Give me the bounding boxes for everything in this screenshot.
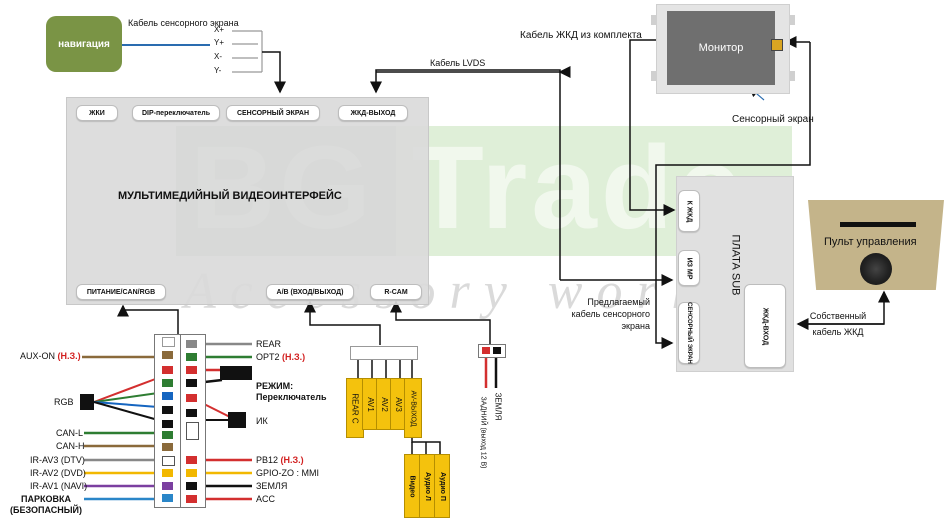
ir-connector (228, 412, 246, 428)
touch-cable-label: Кабель сенсорного экрана (128, 18, 239, 28)
label-ir-av2: IR-AV2 (DVD) (30, 468, 86, 478)
pin-x-plus: X+ (214, 25, 225, 34)
port-lcd: ЖКИ (76, 105, 118, 121)
port-sub-touch: СЕНСОРНЫЙ ЭКРАН (678, 302, 700, 364)
port-to-lcd: К ЖКД (678, 190, 700, 232)
pin-left-13 (162, 494, 173, 502)
port-power-can-rgb: ПИТАНИЕ/CAN/RGB (76, 284, 166, 300)
touch-screen-label: Сенсорный экран (732, 114, 814, 125)
label-ir-av3: IR-AV3 (DTV) (30, 455, 85, 465)
rear-power-red-pin (482, 347, 490, 354)
port-dip-switch: DIP-переключатель (132, 105, 220, 121)
pin-left-8 (162, 431, 173, 439)
rear-reverse-label-cell: ЗАДНИЙ (выход 12 В) (479, 396, 487, 468)
pin-right-1 (186, 340, 197, 348)
pin-y-minus: Y- (214, 66, 222, 75)
pin-left-4 (162, 379, 173, 387)
monitor-ear-bl (651, 71, 657, 81)
monitor-frame: Монитор (651, 4, 795, 94)
rear-ground-label-cell: ЗЕМЛЯ (493, 392, 503, 420)
pin-right-10 (186, 482, 197, 490)
label-parking: ПАРКОВКА (БЕЗОПАСНЫЙ) (9, 494, 82, 515)
pin-right-11 (186, 495, 197, 503)
port-rear-cam: R-CAM (370, 284, 422, 300)
own-cable-label: Собственный кабель ЖКД (809, 311, 867, 337)
pin-left-6 (162, 406, 173, 414)
port-lcd-in: ЖКД-ВХОД (744, 284, 786, 368)
label-mode-switch: РЕЖИМ: Переключатель (256, 381, 327, 402)
label-pb12: PB12 (Н.З.) (256, 455, 304, 465)
plug-audio-right: Аудио П (434, 454, 450, 518)
label-gpio: GPIO-ZO : MMI (256, 468, 319, 478)
monitor-ear-tl (651, 15, 657, 25)
port-lcd-out: ЖКД-ВЫХОД (338, 105, 408, 121)
pin-x-minus: X- (214, 52, 222, 61)
interface-title: МУЛЬТИМЕДИЙНЫЙ ВИДЕОИНТЕРФЕЙС (118, 190, 342, 202)
pin-left-12 (162, 482, 173, 490)
remote-knob (860, 253, 892, 285)
monitor-screen: Монитор (667, 11, 775, 85)
pin-left-3 (162, 366, 173, 374)
port-from-mp: ИЗ МР (678, 250, 700, 286)
monitor-ear-br (789, 71, 795, 81)
label-can-h: CAN-H (56, 441, 85, 451)
pin-left-7 (162, 420, 173, 428)
lcd-kit-cable-label: Кабель ЖКД из комплекта (520, 30, 642, 41)
pin-left-5 (162, 392, 173, 400)
harness-right-block (180, 334, 206, 508)
pin-right-5 (186, 394, 197, 402)
pin-right-3 (186, 366, 197, 374)
plug-av-out: AV-ВЫХОД (404, 378, 422, 438)
remote-label: Пульт управления (824, 236, 917, 248)
pin-right-9 (186, 469, 197, 477)
navigation-unit: навигация (46, 16, 122, 72)
rear-power-connector (478, 344, 506, 358)
rgb-connector (80, 394, 94, 410)
port-touch-screen: СЕНСОРНЫЙ ЭКРАН (226, 105, 320, 121)
label-can-l: CAN-L (56, 428, 84, 438)
label-acc: ACC (256, 494, 276, 504)
pin-right-6 (186, 409, 197, 417)
pin-right-2 (186, 353, 197, 361)
pin-left-11 (162, 469, 173, 477)
plug-video: Видео (404, 454, 420, 518)
label-rear: REAR (256, 339, 282, 349)
rear-power-black-pin (493, 347, 501, 354)
label-ground: ЗЕМЛЯ (256, 481, 288, 491)
pin-left-9 (162, 443, 173, 451)
pin-left-1 (162, 337, 175, 347)
pin-right-8 (186, 456, 197, 464)
label-opt2: OPT2 (Н.З.) (256, 352, 306, 362)
sub-board-title: ПЛАТА SUB (729, 234, 741, 296)
pin-left-10 (162, 456, 175, 466)
proposed-cable-label: Предлагаемый кабель сенсорного экрана (571, 297, 651, 331)
pin-left-2 (162, 351, 173, 359)
remote-slot (840, 222, 916, 227)
av-connector-header (350, 346, 418, 360)
lvds-cable-label: Кабель LVDS (430, 58, 486, 68)
pin-right-7 (186, 422, 199, 440)
pin-right-4 (186, 379, 197, 387)
label-ir-av1: IR-AV1 (NAVI) (30, 481, 88, 491)
plug-audio-left: Аудио Л (419, 454, 435, 518)
label-ir: ИК (256, 416, 268, 426)
label-aux-on: AUX-ON (Н.З.) (20, 351, 81, 361)
port-av-in-out: А/В (ВХОД/ВЫХОД) (266, 284, 354, 300)
mode-switch-connector (220, 366, 252, 380)
monitor-ear-tr (789, 15, 795, 25)
monitor-label: Монитор (698, 42, 744, 54)
monitor-connector (771, 39, 783, 51)
label-rgb: RGB (54, 397, 74, 407)
pin-y-plus: Y+ (214, 38, 225, 47)
multimedia-interface-box (66, 97, 429, 305)
navigation-label: навигация (58, 38, 110, 50)
